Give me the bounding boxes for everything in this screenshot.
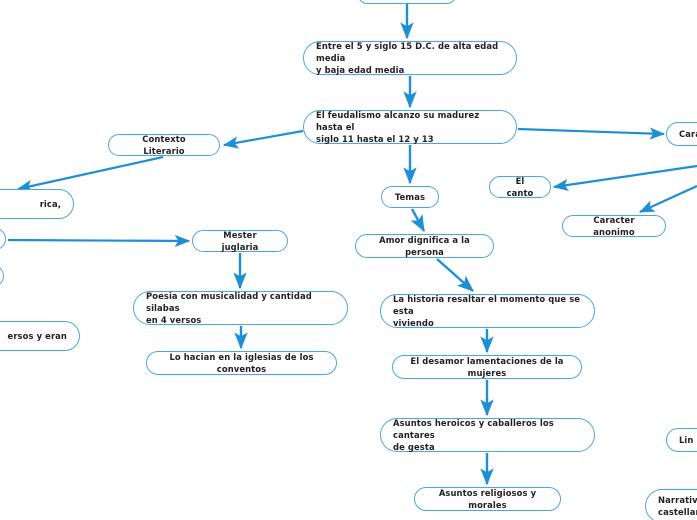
node-poesia-musicalidad[interactable]: Poesia con musicalidad y cantidad silaba… bbox=[133, 291, 348, 325]
node-label: El desamor lamentaciones de la mujeres bbox=[410, 355, 564, 378]
node-label: Asuntos heroicos y caballeros los cantar… bbox=[393, 417, 554, 453]
node-iglesias-conventos[interactable]: Lo hacian en la iglesias de los convento… bbox=[146, 351, 337, 375]
node-desamor[interactable]: El desamor lamentaciones de la mujeres bbox=[392, 355, 582, 379]
node-label: La historia resaltar el momento que se e… bbox=[393, 293, 581, 329]
node-asuntos-religiosos[interactable]: Asuntos religiosos y morales bbox=[414, 487, 561, 511]
edge-temas-to-amor bbox=[410, 208, 426, 233]
node-label: Lo hacian en la iglesias de los convento… bbox=[169, 351, 314, 374]
node-left-small-clipped[interactable] bbox=[0, 228, 6, 250]
node-contexto-literario[interactable]: Contexto Literario bbox=[108, 134, 220, 156]
node-temas[interactable]: Temas bbox=[381, 186, 439, 208]
node-mester-juglaria[interactable]: Mester juglaria bbox=[192, 230, 288, 252]
node-caracter-anonimo[interactable]: Caracter anonimo bbox=[562, 215, 666, 237]
edge-amor-to-historia bbox=[436, 258, 474, 292]
node-lirica-clipped[interactable]: rica, bbox=[0, 189, 74, 219]
node-asuntos-heroicos[interactable]: Asuntos heroicos y caballeros los cantar… bbox=[380, 418, 595, 452]
edge-feudalismo-to-contexto bbox=[222, 129, 304, 149]
node-cara-clipped[interactable]: Cara bbox=[666, 122, 697, 146]
node-label: Caracter anonimo bbox=[593, 214, 635, 237]
edge-contexto-to-lirica bbox=[16, 155, 164, 192]
node-label: Poesia con musicalidad y cantidad silaba… bbox=[146, 290, 312, 326]
node-label: rica, bbox=[39, 198, 61, 209]
node-label: Temas bbox=[394, 191, 426, 202]
node-entre-el-5[interactable]: Entre el 5 y siglo 15 D.C. de alta edad … bbox=[303, 41, 517, 75]
edge-offscreen-to-caracter bbox=[638, 184, 697, 214]
node-label: Narrativa castellana bbox=[658, 494, 697, 517]
node-label: El canto bbox=[506, 175, 534, 198]
node-versos-clipped[interactable]: ersos y eran bbox=[0, 321, 80, 351]
edge-feudalismo-to-cara bbox=[517, 127, 666, 140]
node-top-clipped[interactable] bbox=[358, 0, 456, 4]
node-label: Asuntos religiosos y morales bbox=[438, 487, 537, 510]
node-left-tiny-clipped[interactable] bbox=[0, 265, 4, 287]
node-label: Mester juglaria bbox=[221, 229, 259, 252]
node-label: ersos y eran bbox=[7, 330, 67, 341]
node-label: Lin bbox=[679, 434, 694, 445]
node-label: Amor dignifica a la persona bbox=[379, 234, 470, 257]
node-feudalismo[interactable]: El feudalismo alcanzo su madurez hasta e… bbox=[303, 110, 517, 144]
node-la-historia[interactable]: La historia resaltar el momento que se e… bbox=[380, 294, 595, 328]
node-label: Contexto Literario bbox=[142, 133, 186, 156]
edge-offscreen-to-canto bbox=[552, 164, 697, 192]
edge-left-to-mester bbox=[7, 234, 191, 248]
node-amor-dignifica[interactable]: Amor dignifica a la persona bbox=[355, 234, 494, 258]
node-el-canto[interactable]: El canto bbox=[489, 176, 551, 198]
node-lin-clipped[interactable]: Lin bbox=[666, 428, 697, 452]
node-label: Cara bbox=[679, 128, 697, 139]
node-label: Entre el 5 y siglo 15 D.C. de alta edad … bbox=[316, 40, 499, 76]
node-narrativa-clipped[interactable]: Narrativa castellana bbox=[645, 489, 697, 520]
node-label: El feudalismo alcanzo su madurez hasta e… bbox=[316, 109, 480, 145]
